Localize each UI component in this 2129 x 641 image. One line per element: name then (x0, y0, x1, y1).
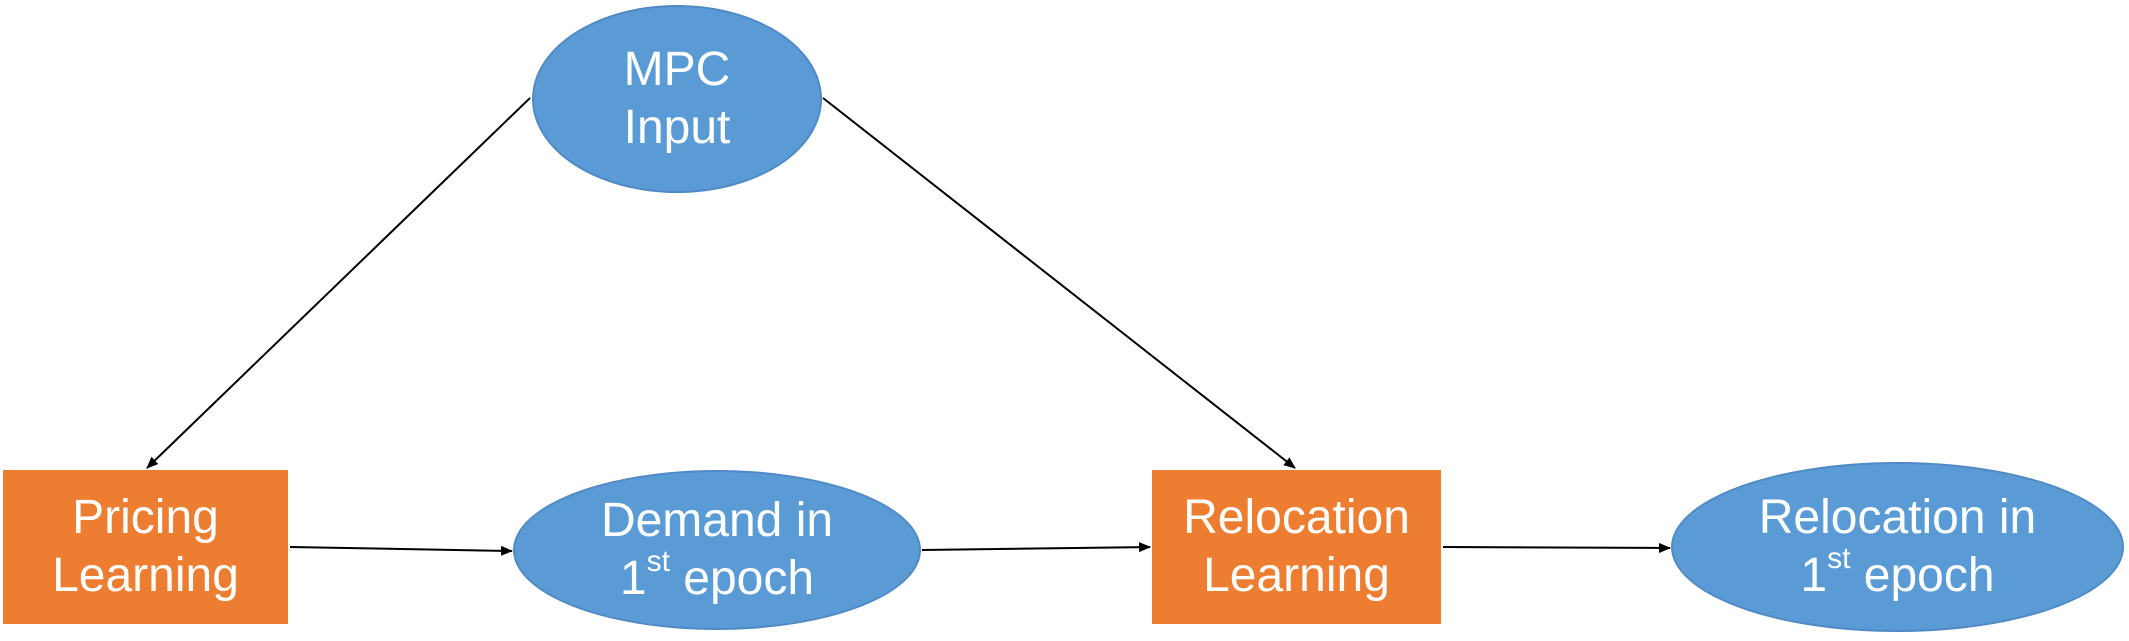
relocation-epoch-line1: Relocation in (1758, 491, 2037, 544)
relocation-epoch-line2: 1st epoch (1800, 544, 1995, 605)
relocation-epoch-rest: epoch (1850, 549, 1995, 602)
node-mpc-input: MPC Input (532, 5, 822, 193)
mpc-input-line1: MPC (623, 43, 731, 96)
demand-epoch-ordinal: 1 (619, 552, 647, 605)
arrow-pricing-to-demand (289, 545, 513, 556)
mpc-input-line2: Input (623, 101, 731, 154)
relocation-learning-line1: Relocation (1183, 491, 1410, 544)
arrow-mpc-to-pricing (146, 97, 531, 469)
relocation-epoch-ordinal: 1 (1800, 549, 1828, 602)
relocation-epoch-ordinal-suffix: st (1827, 542, 1851, 575)
node-demand-epoch: Demand in 1st epoch (513, 470, 921, 630)
relocation-learning-line2: Learning (1203, 549, 1390, 602)
node-relocation-epoch: Relocation in 1st epoch (1671, 462, 2124, 632)
pricing-learning-line1: Pricing (72, 491, 219, 544)
arrow-demand-to-relocation-learning (921, 542, 1151, 553)
demand-epoch-line1: Demand in (600, 494, 834, 547)
demand-epoch-line2: 1st epoch (619, 547, 815, 608)
pricing-learning-line2: Learning (52, 549, 239, 602)
demand-epoch-rest: epoch (669, 552, 815, 605)
node-pricing-learning: Pricing Learning (3, 470, 288, 624)
arrow-mpc-to-relocation-learning (822, 97, 1296, 469)
demand-epoch-ordinal-suffix: st (646, 545, 670, 578)
node-relocation-learning: Relocation Learning (1152, 470, 1441, 624)
arrow-relocation-learning-to-relocation-epoch (1442, 542, 1671, 553)
